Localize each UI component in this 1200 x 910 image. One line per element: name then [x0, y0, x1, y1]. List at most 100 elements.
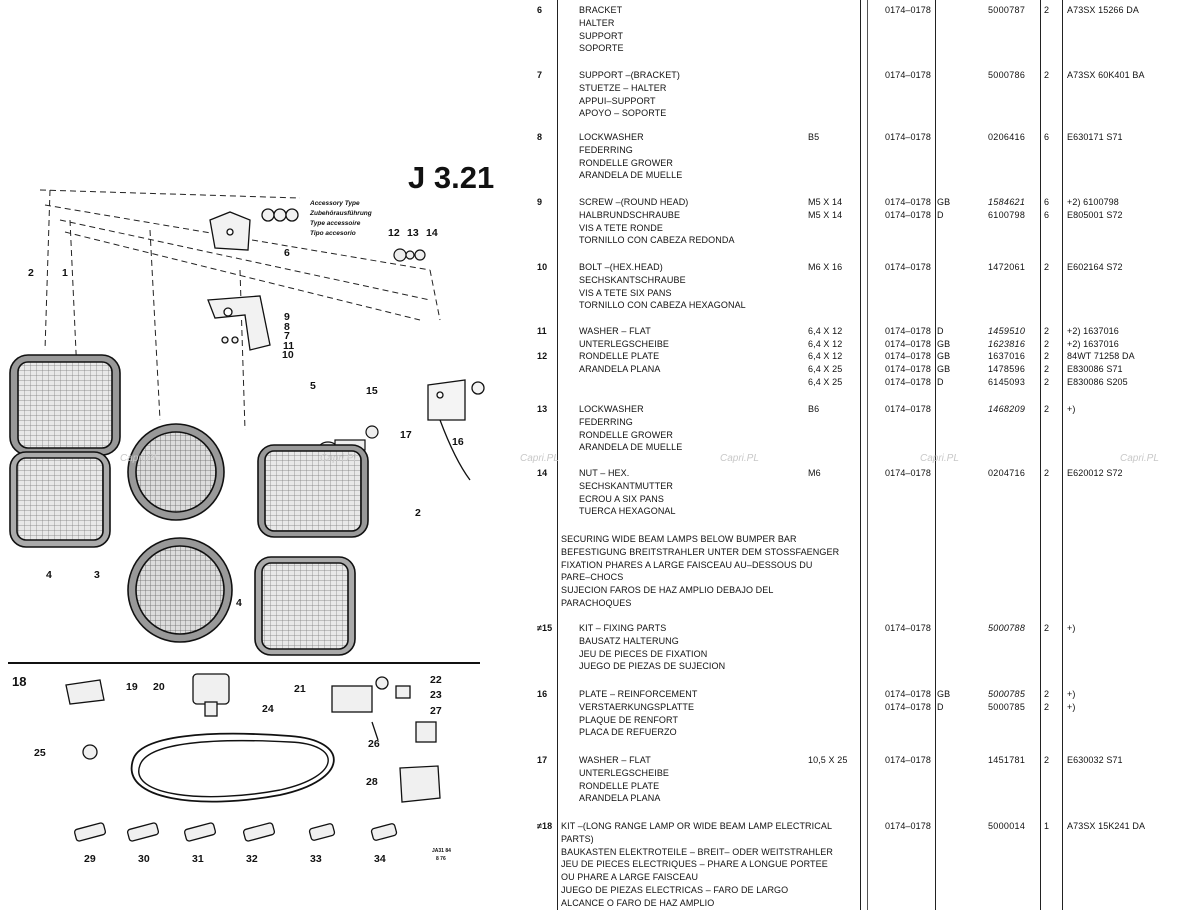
- svg-text:12: 12: [388, 227, 400, 239]
- watermark: Capri.PL: [120, 453, 159, 464]
- part-number: 1468209: [988, 404, 1026, 414]
- description-line: LOCKWASHER: [579, 404, 644, 414]
- svg-text:5: 5: [310, 380, 316, 392]
- svg-text:13: 13: [407, 227, 419, 239]
- item-ref: 13: [537, 404, 548, 414]
- description-line: RONDELLE PLATE: [579, 351, 660, 361]
- rect-lamp-upper-left: [9, 354, 121, 456]
- model-years: 0174–0178: [885, 689, 931, 699]
- spec-value: M6 X 16: [808, 262, 843, 272]
- svg-text:18: 18: [12, 674, 26, 689]
- model-years: 0174–0178: [885, 363, 931, 374]
- description-line: HALBRUNDSCHRAUBE: [579, 209, 681, 220]
- svg-text:27: 27: [430, 705, 442, 717]
- item-ref: ≠18: [537, 821, 553, 831]
- electrical-parts: [65, 673, 441, 803]
- reference-note: A73SX 60K401 BA: [1067, 70, 1145, 80]
- quantity: 2: [1044, 338, 1050, 349]
- reference-note: +): [1067, 404, 1076, 414]
- reference-note: E630171 S71: [1067, 132, 1123, 142]
- spec-value: 10,5 X 25: [808, 755, 848, 765]
- quantity: 2: [1044, 404, 1050, 414]
- market-code: GB: [937, 689, 951, 699]
- svg-text:21: 21: [294, 683, 306, 695]
- reference-note: E830086 S71: [1067, 363, 1123, 374]
- model-years: 0174–0178: [885, 209, 931, 220]
- column-rule: [860, 0, 861, 910]
- quantity: 2: [1044, 70, 1050, 80]
- description-line: TUERCA HEXAGONAL: [579, 506, 676, 517]
- description-line: BRACKET: [579, 5, 623, 15]
- part-number: 0204716: [988, 468, 1026, 478]
- part-number: 1451781: [988, 755, 1026, 765]
- reference-note: +2) 1637016: [1067, 326, 1119, 336]
- description-line: KIT – FIXING PARTS: [579, 623, 667, 633]
- svg-text:Accessory Type: Accessory Type: [309, 200, 360, 207]
- description-line: TORNILLO CON CABEZA REDONDA: [579, 235, 735, 246]
- description-line: ECROU A SIX PANS: [579, 493, 664, 504]
- description-line: JEU DE PIECES DE FIXATION: [579, 648, 708, 659]
- spec-value: M5 X 14: [808, 209, 843, 220]
- reference-note: +2) 6100798: [1067, 197, 1119, 207]
- model-years: 0174–0178: [885, 821, 931, 831]
- part-number: 1584621: [988, 197, 1026, 207]
- description-line: PARTS): [561, 833, 594, 844]
- part-number: 1459510: [988, 326, 1026, 336]
- reference-note: A73SX 15K241 DA: [1067, 821, 1146, 831]
- section-heading-line: SUJECION FAROS DE HAZ AMPLIO DEBAJO DEL: [561, 585, 774, 596]
- part-number: 1623816: [988, 338, 1026, 349]
- spec-value: 6,4 X 25: [808, 376, 843, 387]
- description-line: NUT – HEX.: [579, 468, 630, 478]
- watermark: Capri.PL: [1120, 453, 1159, 464]
- description-line: KIT –(LONG RANGE LAMP OR WIDE BEAM LAMP …: [561, 821, 833, 831]
- spec-value: 6,4 X 12: [808, 338, 843, 349]
- reference-note: +): [1067, 623, 1076, 633]
- svg-text:Zubehörausführung: Zubehörausführung: [309, 210, 372, 217]
- market-code: GB: [937, 351, 951, 361]
- part-number: 5000785: [988, 689, 1026, 699]
- description-line: VIS A TETE RONDE: [579, 222, 663, 233]
- model-years: 0174–0178: [885, 376, 931, 387]
- description-line: ARANDELA PLANA: [579, 363, 661, 374]
- quantity: 2: [1044, 5, 1050, 15]
- quantity: 2: [1044, 468, 1050, 478]
- quantity: 2: [1044, 262, 1050, 272]
- model-years: 0174–0178: [885, 326, 931, 336]
- item-ref: 11: [537, 326, 547, 336]
- rect-lamp-lower-left: [9, 451, 111, 548]
- spec-value: M6: [808, 468, 821, 478]
- svg-text:19: 19: [126, 681, 138, 693]
- description-line: PLATE – REINFORCEMENT: [579, 689, 698, 699]
- description-line: SOPORTE: [579, 43, 624, 54]
- svg-text:15: 15: [366, 385, 378, 397]
- description-line: RONDELLE GROWER: [579, 429, 674, 440]
- column-rule: [1062, 0, 1063, 910]
- rect-lamp-right: [257, 444, 369, 538]
- spec-value: B5: [808, 132, 820, 142]
- description-line: SUPPORT: [579, 30, 624, 41]
- description-line: PLACA DE REFUERZO: [579, 727, 677, 738]
- svg-text:28: 28: [366, 776, 378, 788]
- description-line: VERSTAERKUNGSPLATTE: [579, 701, 695, 712]
- description-line: VIS A TETE SIX PANS: [579, 287, 672, 298]
- reference-note: E805001 S72: [1067, 209, 1123, 220]
- part-number: 5000787: [988, 5, 1026, 15]
- spec-value: 6,4 X 12: [808, 351, 843, 361]
- market-code: GB: [937, 338, 951, 349]
- description-line: ARANDELA DE MUELLE: [579, 170, 683, 181]
- svg-text:4: 4: [236, 597, 242, 609]
- market-code: GB: [937, 363, 951, 374]
- reference-note: E830086 S205: [1067, 376, 1128, 387]
- description-line: RONDELLE PLATE: [579, 780, 660, 791]
- reference-note: E630032 S71: [1067, 755, 1123, 765]
- model-years: 0174–0178: [885, 262, 931, 272]
- svg-text:22: 22: [430, 674, 442, 686]
- quantity: 6: [1044, 132, 1050, 142]
- svg-text:16: 16: [452, 436, 464, 448]
- svg-text:33: 33: [310, 853, 322, 865]
- section-heading: SECURING WIDE BEAM LAMPS BELOW BUMPER BA…: [561, 533, 839, 610]
- quantity: 2: [1044, 701, 1050, 712]
- part-number: 1472061: [988, 262, 1026, 272]
- description-line: WASHER – FLAT: [579, 755, 651, 765]
- quantity: 2: [1044, 326, 1050, 336]
